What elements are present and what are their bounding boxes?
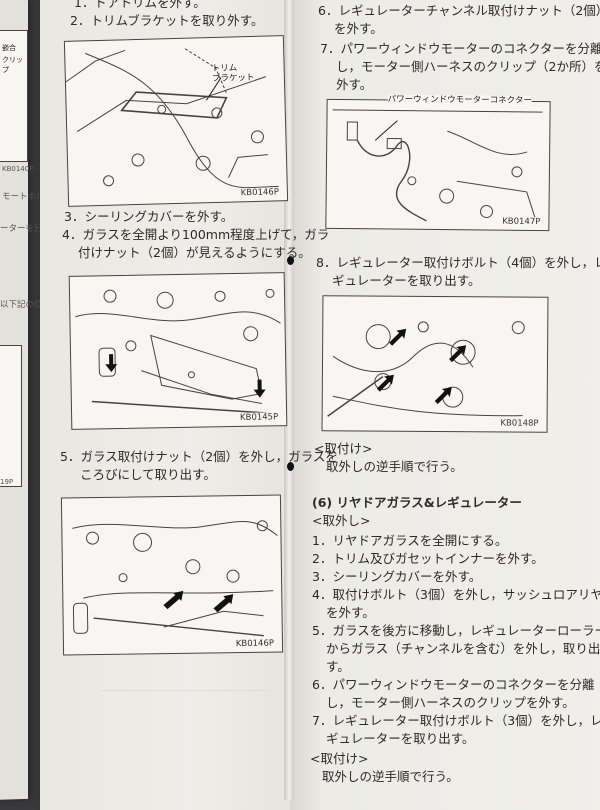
install-heading: <取付け>	[314, 441, 373, 456]
edge-text-2: ーターを分離	[0, 224, 52, 234]
removal-step-5-line-1: 5．ガラスを後方に移動し，レギュレーターローラー	[312, 623, 600, 638]
edge-text-4: 19P	[0, 478, 14, 486]
edge-fragment-label-2: クリップ	[2, 56, 23, 74]
removal-step-7-line-2: ギュレーターを取り出す。	[326, 731, 475, 746]
removal-step-6-line-1: 6．パワーウィンドウモーターのコネクターを分離	[312, 677, 595, 692]
removal-step-5-line-2: からガラス（チャンネルを含む）を外し，取り出	[326, 641, 600, 656]
left-step-5-line-2: ころびにして取り出す。	[80, 467, 216, 482]
figure-trim-bracket: トリム ブラケット KB0146P	[63, 35, 289, 207]
figure-glass-nuts: KB0145P	[68, 272, 288, 430]
right-step-8-line-2: ギュレーターを取り出す。	[332, 273, 481, 288]
right-step-7-line-2: し，モーター側ハーネスのクリップ（2か所）を	[336, 59, 600, 74]
removal-step-3: 3．シーリングカバーを外す。	[312, 569, 482, 584]
removal-step-1: 1．リヤドアガラスを全開にする。	[312, 533, 508, 548]
left-step-3: 3．シーリングカバーを外す。	[64, 209, 234, 224]
install-text-2: 取外しの逆手順で行う。	[322, 769, 459, 784]
right-step-8-line-1: 8．レギュレーター取付けボルト（4個）を外し，レ	[316, 255, 600, 270]
left-step-2: 2．トリムブラケットを取り外す。	[70, 13, 264, 28]
removal-step-5-line-3: す。	[326, 659, 350, 674]
book-spine	[284, 0, 294, 800]
left-step-1: 1．ドアトリムを外す。	[74, 0, 206, 10]
figure-code: KB0145P	[237, 412, 281, 423]
edge-text-3: 以下記の位	[0, 300, 43, 310]
removal-step-2: 2．トリム及びガセットインナーを外す。	[312, 551, 544, 566]
right-step-7-line-3: 外す。	[336, 77, 373, 92]
figure-glass-removal-drawing	[72, 520, 278, 637]
removal-step-4-line-1: 4．取付けボルト（3個）を外し，サッシュロアリヤ	[312, 587, 600, 602]
motor-connector-label: パワーウィンドウモーターコネクター	[387, 94, 532, 106]
edge-figure-2	[0, 345, 22, 487]
binder-hole	[287, 256, 294, 265]
left-step-4-line-1: 4．ガラスを全開より100mm程度上げて，ガラ	[62, 227, 330, 242]
edge-text-1: モートホル	[2, 192, 45, 202]
figure-regulator-bolts-drawing	[327, 321, 525, 417]
figure-regulator-bolts: KB0148P	[321, 295, 549, 433]
trim-bracket-label: トリム ブラケット	[211, 63, 255, 85]
removal-step-6-line-2: し，モーター側ハーネスのクリップを外す。	[326, 695, 575, 710]
ghost-text	[100, 690, 270, 791]
right-step-6-line-2: を外す。	[334, 21, 383, 36]
removal-step-7-line-1: 7．レギュレーター取付けボルト（3個）を外し，レ	[312, 713, 600, 728]
removal-step-4-line-2: を外す。	[326, 605, 375, 620]
removal-heading: <取外し>	[312, 513, 371, 528]
right-step-7-line-1: 7．パワーウィンドウモーターのコネクターを分離	[320, 41, 600, 56]
edge-figure: 嵌合 クリップ	[0, 30, 28, 162]
figure-code: KB0146P	[238, 187, 282, 199]
figure-trim-bracket-drawing	[65, 48, 279, 189]
figure-motor-connector-drawing	[332, 109, 543, 223]
right-step-6-line-1: 6．レギュレーターチャンネル取付けナット（2個）	[318, 3, 600, 18]
figure-code: KB0147P	[500, 216, 543, 228]
edge-code: KB0140P	[2, 165, 34, 173]
install-heading-2: <取付け>	[310, 751, 369, 766]
binder-hole	[287, 462, 294, 471]
section-title: (6) リヤドアガラス&レギュレーター	[312, 495, 522, 510]
figure-glass-nuts-drawing	[75, 288, 281, 415]
figure-glass-removal: KB0146P	[60, 494, 284, 656]
figure-motor-connector: パワーウィンドウモーターコネクター KB0147P	[325, 94, 551, 232]
figure-code: KB0146P	[233, 638, 277, 650]
left-step-5-line-1: 5．ガラス取付けナット（2個）を外し，ガラスを	[60, 449, 338, 464]
install-text: 取外しの逆手順で行う。	[326, 459, 463, 474]
figure-code: KB0148P	[498, 418, 541, 429]
edge-fragment-label-1: 嵌合	[2, 44, 16, 52]
left-step-4-line-2: 付けナット（2個）が見えるようにする。	[78, 245, 311, 260]
